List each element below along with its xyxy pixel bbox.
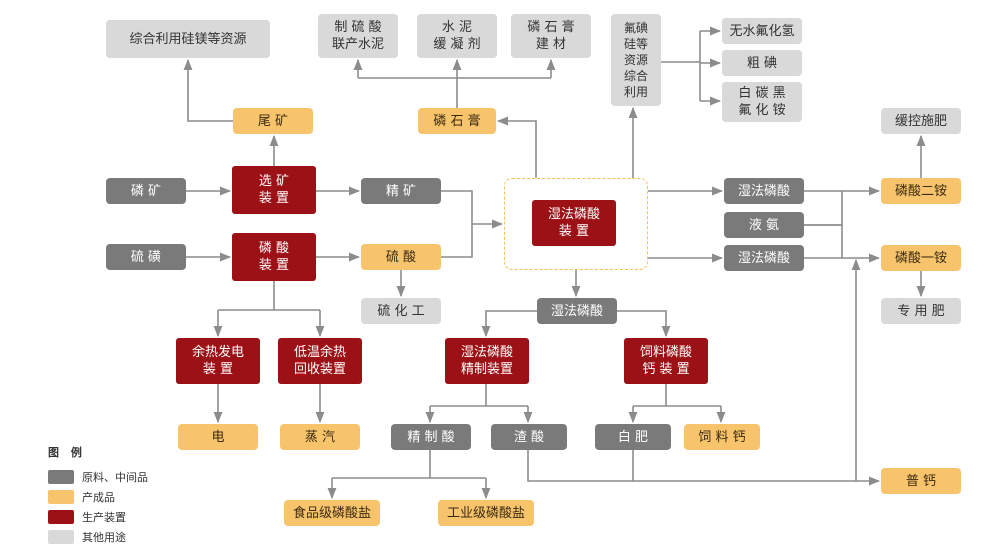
node-industrial-grade-phosphate: 工业级磷酸盐 (438, 500, 534, 526)
node-electricity: 电 (178, 424, 258, 450)
node-special-fertilizer: 专 用 肥 (881, 298, 961, 324)
node-feed-calcium-phosphate-plant: 饲料磷酸 钙 装 置 (624, 338, 708, 384)
node-gypsum-building-material: 磷 石 膏 建 材 (511, 14, 591, 58)
legend-label: 其他用途 (82, 531, 126, 544)
legend-item-plant: 生产装置 (48, 507, 148, 527)
node-silicon-magnesium-resources: 综合利用硅镁等资源 (106, 20, 270, 58)
edge-tailings-to-resources (183, 58, 233, 122)
node-liquid-ammonia: 液 氨 (724, 212, 804, 238)
legend-item-raw: 原料、中间品 (48, 467, 148, 487)
edge-wet-to-gypsum (496, 116, 537, 178)
node-superphosphate: 普 钙 (881, 468, 961, 494)
node-sulfur: 硫 磺 (106, 244, 186, 270)
node-slag-acid: 渣 酸 (491, 424, 567, 450)
node-sulfuric-acid-cement: 制 硫 酸 联产水泥 (318, 14, 398, 58)
node-waste-heat-power-plant: 余热发电 装 置 (176, 338, 260, 384)
node-fluorine-iodine-utilization: 氟碘 硅等 资源 综合 利用 (611, 14, 661, 106)
node-tailings: 尾 矿 (233, 108, 313, 134)
legend: 图 例 原料、中间品 产成品 生产装置 其他用途 (48, 444, 148, 547)
node-wet-acid-mid: 湿法磷酸 (537, 298, 617, 324)
node-wet-acid-purification-plant: 湿法磷酸 精制装置 (445, 338, 529, 384)
legend-swatch (48, 470, 74, 484)
node-phosphate-ore: 磷 矿 (106, 178, 186, 204)
node-wet-acid-right-1: 湿法磷酸 (724, 178, 804, 204)
legend-item-product: 产成品 (48, 487, 148, 507)
node-purified-acid: 精 制 酸 (391, 424, 471, 450)
legend-item-other: 其他用途 (48, 527, 148, 547)
node-white-fertilizer: 白 肥 (595, 424, 671, 450)
node-sulfuric-acid: 硫 酸 (361, 244, 441, 270)
edge-ammonia-to-map (804, 224, 843, 258)
legend-swatch (48, 530, 74, 544)
node-feed-calcium: 饲 料 钙 (684, 424, 760, 450)
node-controlled-release-fertilizer: 缓控施肥 (881, 108, 961, 134)
legend-title: 图 例 (48, 446, 86, 459)
node-wet-acid-right-2: 湿法磷酸 (724, 245, 804, 271)
node-food-grade-phosphate: 食品级磷酸盐 (284, 500, 380, 526)
edge-ammonia-to-dap (804, 191, 843, 226)
node-cement-retarder: 水 泥 缓 凝 剂 (417, 14, 497, 58)
edge-concentrate-merge (441, 190, 473, 258)
node-beneficiation-plant: 选 矿 装 置 (232, 166, 316, 214)
legend-label: 生产装置 (82, 511, 126, 524)
node-concentrate: 精 矿 (361, 178, 441, 204)
legend-swatch (48, 510, 74, 524)
node-acid-plant: 磷 酸 装 置 (232, 233, 316, 281)
node-sulfur-chemicals: 硫 化 工 (361, 298, 441, 324)
legend-swatch (48, 490, 74, 504)
legend-label: 原料、中间品 (82, 471, 148, 484)
node-anhydrous-hf: 无水氟化氢 (722, 18, 802, 44)
node-dap: 磷酸二铵 (881, 178, 961, 204)
node-phosphogypsum: 磷 石 膏 (418, 108, 496, 134)
node-low-temp-heat-recovery: 低温余热 回收装置 (278, 338, 362, 384)
node-map: 磷酸一铵 (881, 245, 961, 271)
node-steam: 蒸 汽 (280, 424, 360, 450)
edge-slag-to-superphosphate (527, 450, 881, 486)
node-wet-phosphoric-acid-plant: 湿法磷酸 装 置 (532, 200, 616, 246)
node-crude-iodine: 粗 碘 (722, 50, 802, 76)
legend-label: 产成品 (82, 491, 115, 504)
node-white-carbon-ammonium-fluoride: 白 碳 黑 氟 化 铵 (722, 82, 802, 122)
